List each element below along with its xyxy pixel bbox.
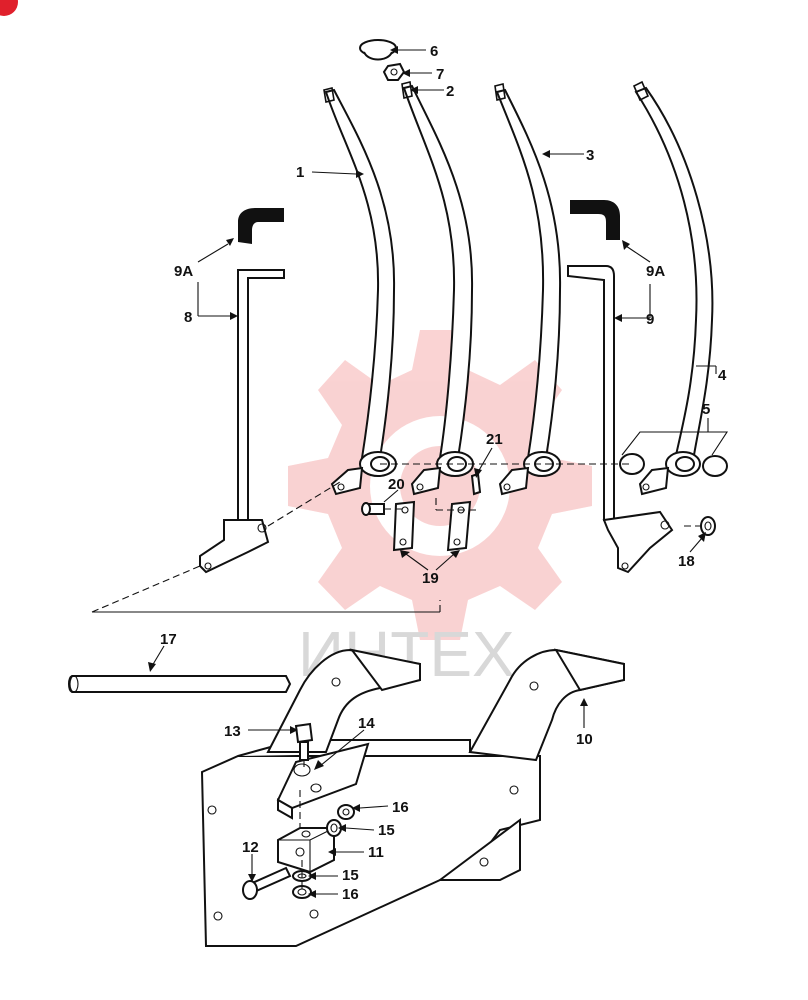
pedal-arm-8 [199, 269, 285, 574]
callout-9a-left: 9A [174, 263, 193, 280]
nut-16-upper [337, 804, 355, 820]
washer-18 [700, 516, 716, 536]
shaft-17 [68, 675, 292, 693]
callout-9: 9 [646, 311, 654, 328]
watermark-gear-logo [288, 330, 592, 640]
callout-17: 17 [160, 631, 177, 648]
callout-15-upper: 15 [378, 822, 395, 839]
callout-10: 10 [576, 731, 593, 748]
callout-8: 8 [184, 309, 192, 326]
callout-9a-right: 9A [646, 263, 665, 280]
callout-20: 20 [388, 476, 405, 493]
callout-6: 6 [430, 43, 438, 60]
handle-grip-9a-left [238, 208, 284, 244]
pedal-arm-9 [567, 265, 674, 574]
link-19-right [446, 500, 472, 552]
assembly-lines [91, 463, 700, 892]
lever-4 [619, 80, 729, 496]
corner-badge [0, 0, 18, 16]
callout-11: 11 [368, 844, 384, 861]
callout-7: 7 [436, 66, 444, 83]
nut-7 [382, 62, 406, 81]
callout-labels: 1 2 3 4 5 6 7 8 9 9A 9A 10 11 12 13 14 1… [160, 43, 727, 903]
callout-15-lower: 15 [342, 867, 359, 884]
pin-20 [361, 502, 385, 516]
bolt-12 [242, 866, 292, 900]
callout-19: 19 [422, 570, 439, 587]
link-19-left [392, 500, 416, 552]
leader-lines [148, 46, 717, 898]
callout-3: 3 [586, 147, 594, 164]
callout-21: 21 [486, 431, 503, 448]
callout-5: 5 [702, 401, 710, 418]
callout-4: 4 [718, 367, 727, 384]
lever-3 [494, 83, 562, 496]
callout-16-lower: 16 [342, 886, 359, 903]
callout-2: 2 [446, 83, 454, 100]
bracket-10 [200, 648, 625, 947]
callout-1: 1 [296, 164, 304, 181]
callout-14: 14 [358, 715, 375, 732]
callout-12: 12 [242, 839, 259, 856]
callout-18: 18 [678, 553, 695, 570]
handle-grip-9a-right [570, 200, 620, 240]
bolt-13 [294, 722, 314, 761]
callout-13: 13 [224, 723, 241, 740]
callout-16-upper: 16 [392, 799, 409, 816]
